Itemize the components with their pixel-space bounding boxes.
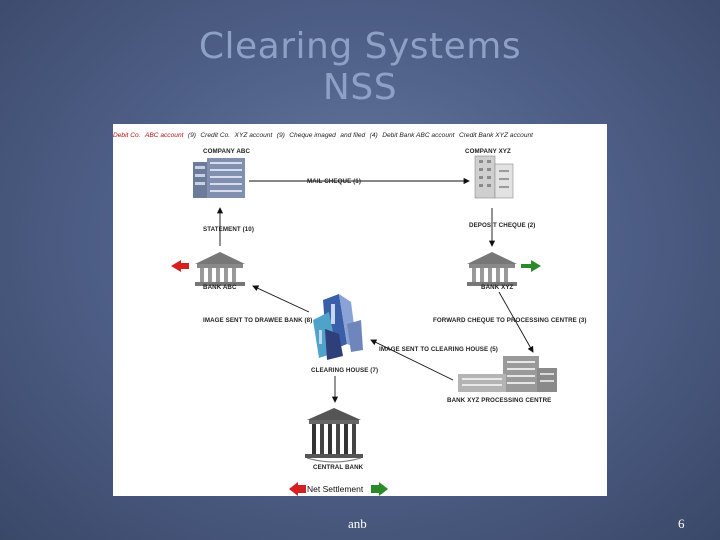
central-bank-icon xyxy=(305,408,363,463)
net-settlement-label: Net Settlement xyxy=(307,484,364,494)
image-clearing-arrow xyxy=(370,339,454,381)
credit-xyz-green-arrow xyxy=(521,260,541,272)
net-settlement-red-arrow xyxy=(289,482,306,496)
processing-centre-label: BANK XYZ PROCESSING CENTRE xyxy=(447,397,552,404)
debit-co-label-l3: (9) xyxy=(187,132,196,139)
bank-abc-icon xyxy=(195,252,245,286)
cheque-imaged-label-l1: Cheque imaged xyxy=(289,132,336,139)
slide-title: Clearing Systems NSS xyxy=(0,26,720,108)
credit-bank-label: Credit Bank XYZ account xyxy=(458,132,534,139)
slide-title-line1: Clearing Systems xyxy=(198,26,522,67)
image-drawee-arrow xyxy=(252,285,310,313)
debit-abc-red-arrow xyxy=(171,260,189,272)
company-xyz-label: COMPANY XYZ xyxy=(465,148,511,155)
cheque-imaged-label-l3: (4) xyxy=(369,132,378,139)
slide-title-line2: NSS xyxy=(322,67,398,108)
company-xyz-building-icon xyxy=(474,155,514,199)
page-number: 6 xyxy=(678,516,685,531)
mail-cheque-label: MAIL CHEQUE (1) xyxy=(307,178,361,185)
bank-abc-label: BANK ABC xyxy=(203,284,237,291)
credit-co-label-l2: XYZ account xyxy=(234,132,273,139)
company-abc-building-icon xyxy=(193,158,245,198)
clearing-house-icon xyxy=(313,294,363,360)
company-abc-label: COMPANY ABC xyxy=(203,148,251,155)
debit-co-label-l2: ABC account xyxy=(144,132,184,139)
forward-cheque-arrow xyxy=(498,291,534,353)
processing-centre-icon xyxy=(458,356,557,392)
statement-label: STATEMENT (10) xyxy=(203,226,255,233)
image-clearing-label: IMAGE SENT TO CLEARING HOUSE (5) xyxy=(379,346,498,353)
deposit-cheque-label: DEPOSIT CHEQUE (2) xyxy=(469,222,536,229)
forward-cheque-label: FORWARD CHEQUE TO PROCESSING CENTRE (3) xyxy=(433,317,587,324)
bank-xyz-label: BANK XYZ xyxy=(481,284,514,291)
bank-xyz-icon xyxy=(467,252,517,286)
debit-co-label-l1: Debit Co. xyxy=(113,132,141,139)
credit-co-label-l3: (9) xyxy=(276,132,285,139)
cheque-imaged-label-l2: and filed xyxy=(340,132,366,139)
image-drawee-label: IMAGE SENT TO DRAWEE BANK (8) xyxy=(203,317,313,324)
footer-author: anb xyxy=(348,516,367,531)
diagram-graphics xyxy=(171,155,557,496)
central-bank-label: CENTRAL BANK xyxy=(313,464,364,471)
debit-bank-label: Debit Bank ABC account xyxy=(382,132,455,139)
net-settlement-green-arrow xyxy=(371,482,388,496)
clearing-diagram: COMPANY ABC COMPANY XYZ MAIL CHEQUE (1) … xyxy=(113,124,607,496)
clearing-house-label: CLEARING HOUSE (7) xyxy=(311,367,379,374)
credit-co-label-l1: Credit Co. xyxy=(200,132,231,139)
